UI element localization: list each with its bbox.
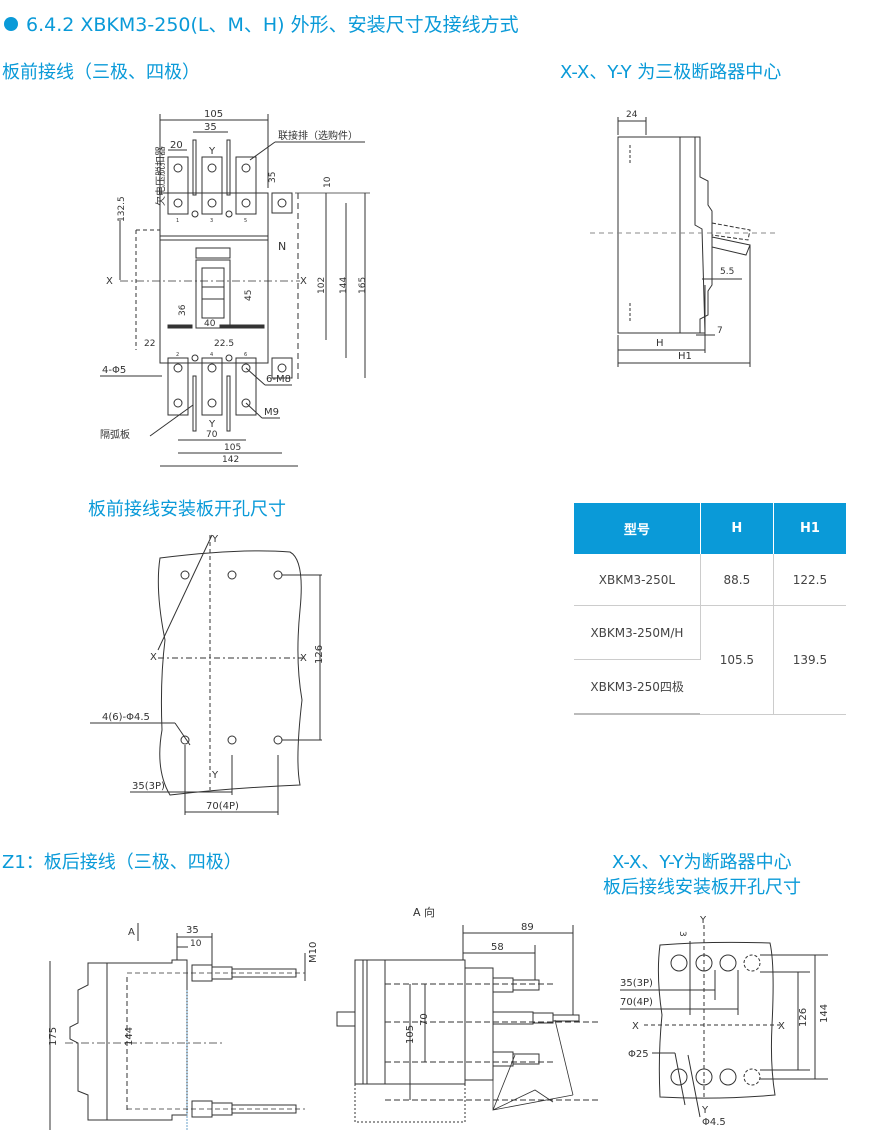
col-header-h1: H1 [773,503,846,554]
dim-144: 144 [819,1004,830,1023]
cell-h1: 122.5 [773,554,846,606]
dim-20: 20 [170,140,183,151]
phi4-5-label: Φ4.5 [702,1117,726,1128]
cell-model: XBKM3-250M/H [574,605,701,660]
dim-105-bottom: 105 [224,443,241,453]
rear-center-note: X-X、Y-Y为断路器中心 [612,852,792,873]
axis-y-bottom: Y [211,770,219,781]
dim-22-5: 22.5 [214,339,234,349]
phi25-label: Φ25 [628,1049,649,1060]
dim-3: 3 [677,931,687,937]
axis-y-bottom: Y [208,419,216,430]
a-view-title: A 向 [413,905,435,919]
dim-165: 165 [358,277,368,294]
side-view-drawing: 24 5.5 7 H H1 [590,105,790,370]
screws-6-m8-label: 6-M8 [266,374,291,385]
dim-40: 40 [204,319,216,329]
col-header-h: H [700,503,774,554]
section-heading: 6.4.2 XBKM3-250(L、M、H) 外形、安装尺寸及接线方式 [4,10,519,37]
cell-model: XBKM3-250四极 [574,659,701,715]
dim-35-3p: 35(3P) [620,978,653,989]
dim-102: 102 [317,277,327,294]
front-cutout-title: 板前接线安装板开孔尺寸 [88,499,286,520]
axis-y-top: Y [211,534,219,545]
rear-cutout-drawing: Y 3 35(3P) 70(4P) X X 126 144 Φ25 Y Φ4.5 [600,905,882,1135]
dim-35-right: 35 [268,172,278,183]
front-center-note: X-X、Y-Y 为三极断路器中心 [560,62,782,83]
dim-45: 45 [244,290,254,301]
dim-36: 36 [178,304,188,316]
axis-y-top: Y [699,915,707,926]
axis-y-bottom: Y [701,1105,709,1116]
axis-x-right: X [300,653,307,664]
dim-35-3p: 35(3P) [132,781,165,792]
table-row: XBKM3-250M/H 105.5 139.5 [574,605,846,715]
dim-m10: M10 [308,942,319,963]
rear-side-view-drawing: A 35 10 M10 175 144 [20,915,320,1135]
cell-model: XBKM3-250L [574,554,701,606]
dim-58: 58 [491,942,504,953]
dim-h: H [656,338,664,349]
axis-x-left: X [106,276,113,287]
dim-89: 89 [521,922,534,933]
axis-x-right: X [778,1021,785,1032]
dim-132-5: 132.5 [117,196,127,222]
axis-x-left: X [150,652,157,663]
dim-35-top: 35 [204,122,217,133]
holes-label: 4(6)-Φ4.5 [102,712,150,723]
table-row: XBKM3-250四极 [574,659,846,715]
terminal-number: 6 [244,352,247,358]
n-label: N [278,240,286,253]
terminal-number: 5 [244,218,247,224]
m9-label: M9 [264,407,279,418]
dim-142: 142 [222,455,239,465]
cell-h: 88.5 [700,554,774,606]
table-row: XBKM3-250L 88.5 122.5 [574,554,846,606]
arc-plate-label: 隔弧板 [100,428,130,441]
cell-h: 105.5 [700,605,774,715]
dim-35: 35 [186,925,199,936]
dim-70: 70 [419,1013,430,1026]
dim-22: 22 [144,339,155,349]
section-title: 6.4.2 XBKM3-250(L、M、H) 外形、安装尺寸及接线方式 [26,14,519,36]
dim-5-5: 5.5 [720,267,734,277]
rear-cutout-title: 板后接线安装板开孔尺寸 [603,877,801,898]
holes-4-phi5-label: 4-Φ5 [102,365,126,376]
dim-105-top: 105 [204,109,223,120]
front-wiring-title: 板前接线（三极、四极） [2,62,200,83]
a-view-drawing: A 向 89 58 105 70 [325,900,600,1135]
dim-24: 24 [626,110,638,120]
uv-release-label: 欠电压脱扣器 [154,146,167,206]
dim-144: 144 [124,1027,135,1046]
dim-126: 126 [314,645,325,664]
terminal-number: 1 [176,218,179,224]
axis-x-left: X [632,1021,639,1032]
axis-x-right: X [300,276,307,287]
rear-wiring-title: Z1：板后接线（三极、四极） [2,852,242,873]
col-header-model: 型号 [574,503,701,554]
front-view-drawing: 105 35 20 Y 1 3 5 联接排（选购件） 35 10 N X 102… [100,100,380,470]
circle-bullet-icon [4,16,18,31]
dim-70: 70 [206,430,218,440]
dim-105: 105 [405,1025,416,1044]
model-dimension-table: 型号 H H1 XBKM3-250L 88.5 122.5 XBKM3-250M… [574,503,846,715]
dim-h1: H1 [678,351,692,362]
axis-y-top: Y [208,146,216,157]
cell-h1: 139.5 [773,605,846,715]
terminal-number: 2 [176,352,179,358]
terminal-number: 4 [210,352,213,358]
dim-10: 10 [323,176,333,188]
dim-70-4p: 70(4P) [206,801,239,812]
dim-10: 10 [190,939,202,949]
view-a-arrow-label: A [128,927,135,938]
dim-126: 126 [798,1008,809,1027]
terminal-number: 3 [210,218,213,224]
dim-175: 175 [48,1027,59,1046]
dim-144: 144 [339,277,349,294]
busbar-label: 联接排（选购件） [278,129,358,142]
front-cutout-drawing: Y X X 126 4(6)-Φ4.5 Y 35(3P) 70(4P) [90,530,340,820]
dim-7: 7 [717,326,723,336]
dim-70-4p: 70(4P) [620,997,653,1008]
